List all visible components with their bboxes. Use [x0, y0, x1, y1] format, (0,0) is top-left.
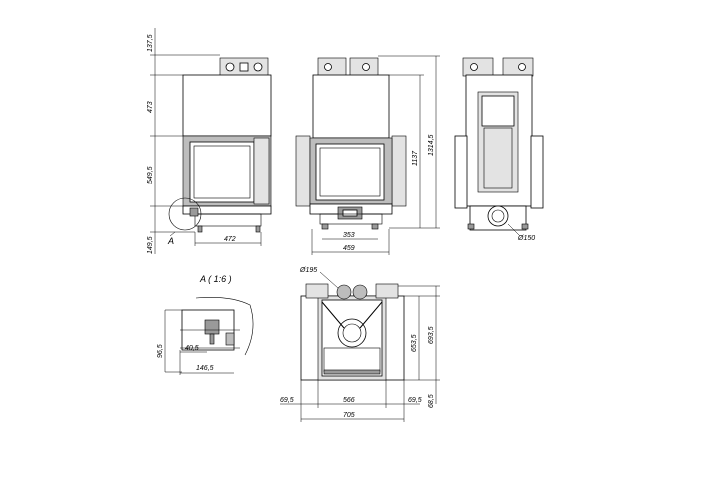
dim-705: 705	[343, 412, 355, 419]
dim-69-5-right: 69,5	[408, 397, 422, 404]
dim-1314-5: 1314,5	[428, 134, 435, 156]
dim-459: 459	[343, 245, 355, 252]
dimension-chain-left: 137,5 473 549,5 149,5 A	[147, 28, 220, 254]
dim-96-5: 96,5	[157, 344, 164, 358]
dimension-front: 353 459 1137 1314,5	[311, 55, 440, 255]
detail-a-title: A ( 1:6 )	[199, 274, 232, 284]
top-view: Ø195	[299, 267, 405, 381]
detail-a-view: A ( 1:6 )	[180, 274, 254, 356]
dim-195: Ø195	[299, 267, 317, 274]
dim-146-5: 146,5	[196, 365, 214, 372]
dim-653-5: 653,5	[411, 334, 418, 352]
dim-137-5: 137,5	[147, 34, 154, 52]
dim-549-5: 549,5	[147, 166, 154, 184]
dim-566: 566	[343, 397, 355, 404]
side-view: Ø150	[454, 57, 544, 242]
front-view-left	[168, 57, 272, 237]
dim-473: 473	[147, 101, 154, 113]
dimension-detail: 96,5 40,5 146,5	[157, 309, 234, 375]
dim-40-5: 40,5	[185, 345, 199, 352]
dim-149-5: 149,5	[147, 236, 154, 254]
front-view	[295, 57, 407, 230]
dim-693-5: 693,5	[428, 326, 435, 344]
dim-69-5-left: 69,5	[280, 397, 294, 404]
dim-68-5: 68,5	[428, 394, 435, 408]
dim-353: 353	[343, 232, 355, 239]
dimension-472: 472	[194, 232, 262, 246]
dim-1137: 1137	[412, 150, 419, 166]
dimension-top: 653,5 693,5 68,5 69,5 566 69,5 705	[280, 285, 440, 422]
detail-marker-a: A	[167, 236, 174, 246]
dim-150: Ø150	[517, 235, 535, 242]
dim-472: 472	[224, 236, 236, 243]
